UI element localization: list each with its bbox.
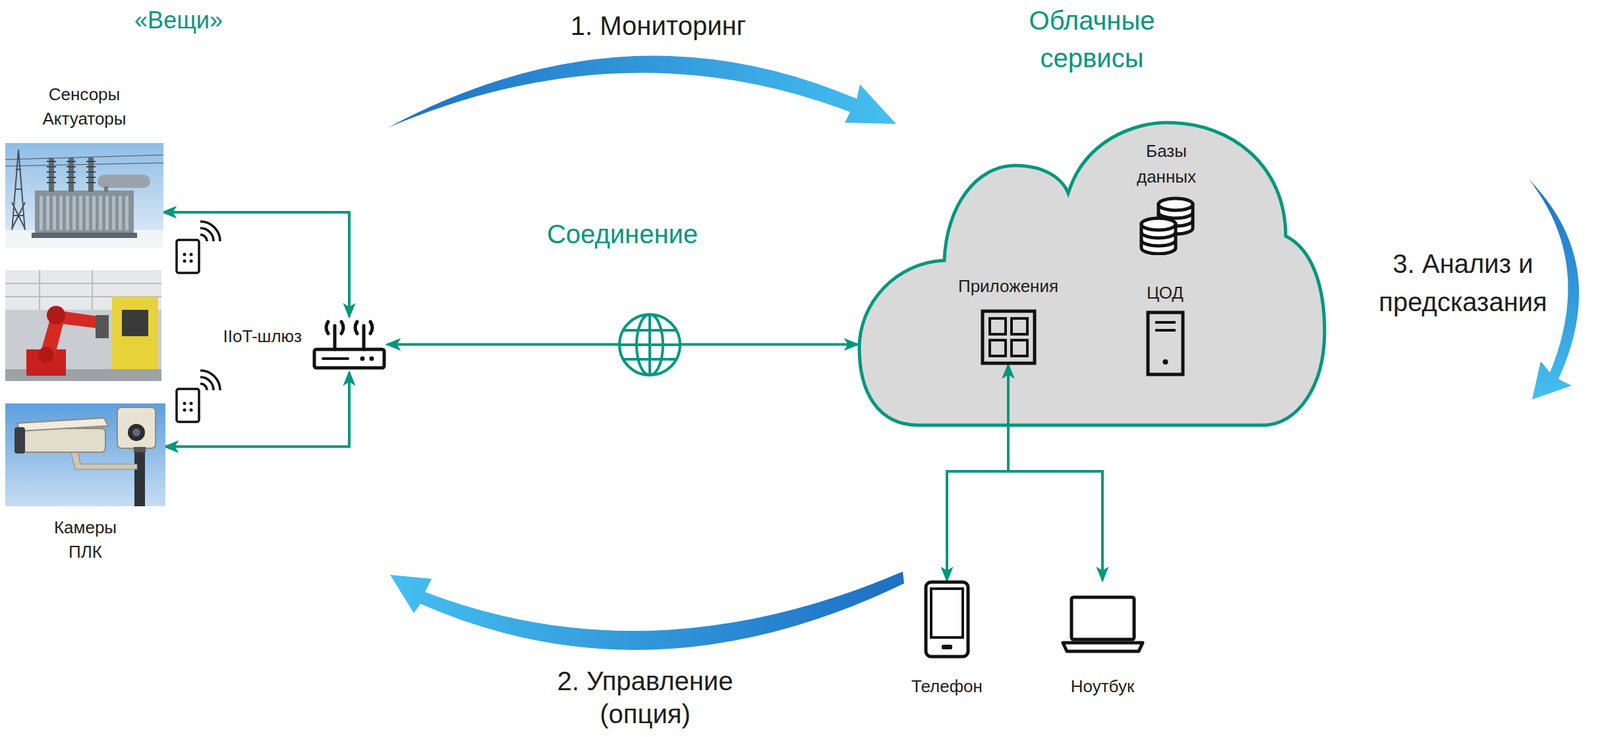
connector-arrow [165,372,350,447]
robot-photo [5,270,162,381]
sensor-icon [183,253,187,257]
globe-icon [619,314,681,375]
sensor-icon [183,408,187,412]
datacenter-node: ЦОД [1125,280,1205,377]
control-arrow [390,571,905,650]
cloud-outline [857,120,1327,429]
ico-phone [923,579,971,659]
robot-photo [38,346,55,363]
ico-router [314,321,385,368]
sensor-icon [176,221,221,273]
connector-arrow [1008,365,1103,580]
sensor-icon [200,370,221,391]
sensor-icon [183,259,187,263]
robot-photo [5,270,162,381]
sensor-icon [189,401,194,406]
ico-db [1141,198,1193,254]
robot-photo [95,314,109,339]
gateway-node: IIoT-шлюз [223,316,388,373]
sensor-photo-node: Сенсоры Актуаторы [5,82,164,248]
sensor-icon [189,253,194,257]
robot-photo [121,309,149,337]
sensor-icon [176,221,221,273]
node-label: Ноутбук [1070,674,1135,699]
laptop-node: Ноутбук [1049,579,1156,699]
sensor-icon [176,388,200,422]
node-heading: Облачные сервисы [1006,1,1178,78]
step-label: 1. Мониторинг [519,9,797,43]
node-label: Сенсоры Актуаторы [28,82,141,132]
step-label: 3. Анализ и предсказания [1364,244,1562,321]
edge-label: Соединение [546,217,698,251]
sensor-icon [176,370,221,422]
node-label: Базы данных [1126,138,1206,190]
sensor-icon [183,401,187,406]
cloud-outline-shape [859,122,1325,426]
sensor-icon [189,408,194,412]
sensor-icon [183,401,194,412]
ico-apps [980,309,1037,366]
phone-node: Телефон [894,579,1000,699]
robot-photo [112,296,159,370]
ico-laptop [1060,595,1145,654]
globe-icon [619,314,681,375]
sensor-icon [183,253,194,263]
ico-router [311,316,388,373]
sensor-icon [176,239,200,273]
ill-camera [5,403,166,507]
database-node: Базы данных [1113,138,1220,256]
ico-laptop [1062,597,1143,652]
ico-phone [925,581,969,657]
camera-photo-node: Камеры ПЛК [5,403,166,565]
group-heading: «Вещи» [106,5,252,36]
sensor-icon [176,370,221,422]
globe-icon [619,314,681,375]
cloud-node: Облачные сервисыБазы данныхПриложения ЦОД [857,1,1327,429]
ill-transformer [5,142,164,248]
ill-transformer [5,142,164,248]
connector-arrow [163,212,350,317]
step-label: 2. Управление (опция) [536,664,754,731]
ico-db [1136,193,1198,256]
node-label: ЦОД [1146,280,1184,306]
connector-arrow [946,365,1009,580]
node-label: Телефон [911,674,983,699]
node-label: IIoT-шлюз [223,324,302,349]
apps-node: Приложения [942,274,1075,366]
ico-apps [982,311,1035,364]
ill-camera [5,403,166,507]
node-label: Приложения [958,274,1059,299]
node-label: Камеры ПЛК [39,515,132,565]
ico-server [1147,312,1183,375]
sensor-icon [200,221,221,242]
ico-server [1145,310,1185,377]
monitoring-arrow [387,56,897,128]
robot-photo [46,305,66,325]
cloud-fill [859,122,1325,426]
sensor-icon [189,259,194,263]
